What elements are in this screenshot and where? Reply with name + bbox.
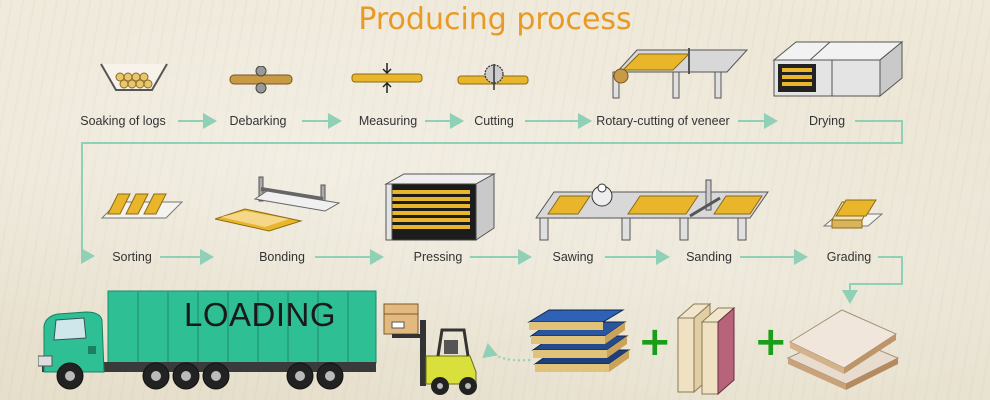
step-drying: Drying [808, 114, 846, 128]
step-cutting: Cutting [474, 114, 514, 128]
lvl-beams-icon [676, 302, 736, 396]
step-soaking: Soaking of logs [80, 114, 166, 128]
drying-kiln-icon [772, 40, 904, 98]
arrow-wrap [81, 120, 903, 264]
step-sorting: Sorting [112, 250, 152, 264]
loading-truck-icon [38, 290, 377, 390]
plus-sign-2: + [754, 319, 788, 365]
arrow-down [842, 256, 903, 304]
step-grading: Grading [826, 250, 872, 264]
debarking-icon [229, 66, 293, 94]
arrow-to-forklift [482, 343, 531, 362]
step-bonding: Bonding [259, 250, 305, 264]
sorting-veneer-icon [100, 193, 184, 219]
forklift-icon [383, 303, 477, 395]
truck-loading-label: LOADING [183, 296, 337, 333]
measuring-icon [351, 63, 423, 93]
film-faced-plywood-stack-icon [527, 309, 631, 372]
step-rotary-cutting: Rotary-cutting of veneer [596, 114, 730, 128]
sawing-sanding-line-icon [535, 179, 769, 241]
step-debarking: Debarking [229, 114, 287, 128]
soaking-logs-icon [100, 63, 168, 91]
step-pressing: Pressing [413, 250, 463, 264]
step-sawing: Sawing [552, 250, 594, 264]
page-title: Producing process [358, 2, 632, 37]
rotary-cutting-machine-icon [612, 48, 749, 99]
pressing-machine-icon [384, 173, 496, 241]
step-measuring: Measuring [358, 114, 418, 128]
bonding-machine-icon [215, 176, 341, 232]
plus-sign-1: + [638, 319, 672, 365]
grading-stack-icon [822, 199, 884, 229]
cutting-saw-icon [457, 64, 529, 90]
step-sanding: Sanding [686, 250, 732, 264]
plywood-sheets-icon [786, 309, 900, 390]
